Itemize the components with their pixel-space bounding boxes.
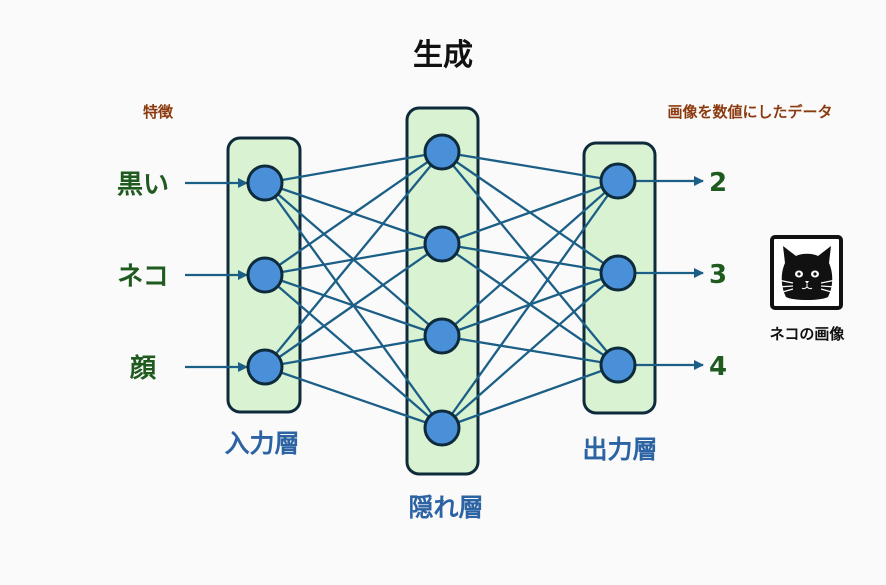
connection-edge (264, 151, 443, 368)
cat-face-icon (777, 246, 837, 300)
input-feature-label: 黒い (117, 170, 169, 200)
input-feature-label: ネコ (117, 262, 168, 292)
output-arrows (635, 176, 704, 370)
hidden-layer-box (405, 106, 480, 476)
hidden-node (423, 409, 461, 447)
input-arrows (185, 178, 248, 372)
connection-edge (264, 365, 443, 430)
hidden-node (423, 133, 461, 171)
connection-edge (441, 272, 619, 429)
cat-image-label: ネコの画像 (770, 325, 846, 343)
features-header: 特徴 (143, 103, 174, 121)
nodes (246, 133, 637, 447)
input-feature-label: 顔 (130, 354, 157, 384)
connections (264, 150, 619, 430)
input-node (246, 164, 284, 202)
output-node (599, 162, 637, 200)
hidden-layer-label: 隠れ層 (408, 493, 483, 522)
output-node (599, 346, 637, 384)
connection-edge (264, 151, 443, 276)
hidden-node (423, 225, 461, 263)
output-node (599, 254, 637, 292)
connection-edge (441, 180, 619, 429)
connection-edge (264, 150, 443, 185)
output-layer-label: 出力層 (582, 435, 657, 464)
output-data-header: 画像を数値にしたデータ (667, 103, 832, 121)
input-node (246, 256, 284, 294)
connection-edge (441, 179, 619, 246)
diagram-title: 生成 (413, 38, 473, 73)
connection-edge (264, 243, 443, 368)
output-value: 4 (709, 352, 727, 382)
hidden-node (423, 317, 461, 355)
output-value: 3 (709, 260, 727, 290)
input-node (246, 348, 284, 386)
input-layer-label: 入力層 (224, 429, 299, 458)
connection-edge (441, 363, 619, 430)
connection-edge (441, 150, 619, 183)
cat-image (770, 235, 843, 310)
output-value: 2 (709, 168, 727, 198)
connection-edge (264, 334, 443, 369)
connection-edge (441, 180, 619, 337)
